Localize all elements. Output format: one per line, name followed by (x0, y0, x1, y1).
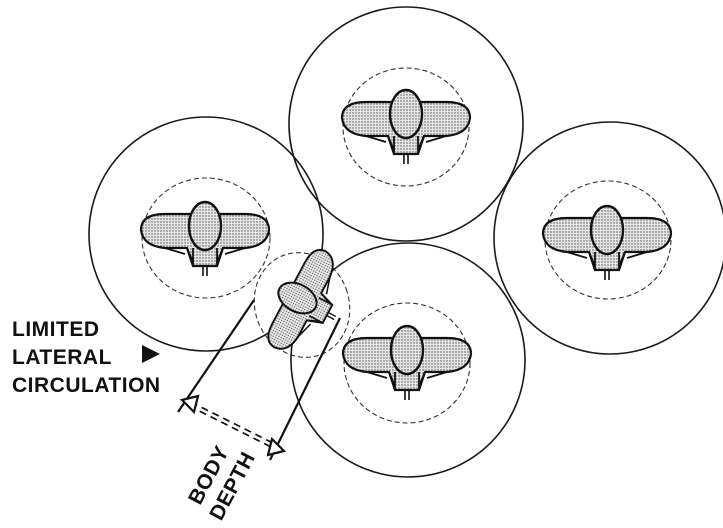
body-depth-label: BODY DEPTH (184, 442, 260, 524)
arrowhead-left-icon (179, 394, 200, 415)
zone-top (288, 6, 524, 242)
label-circulation: CIRCULATION (12, 374, 161, 397)
extension-line-left (177, 299, 255, 413)
passing-person (252, 239, 362, 368)
zone-left (88, 116, 324, 352)
extension-line-right (269, 317, 341, 461)
person-icon (341, 324, 473, 402)
person-icon (139, 200, 271, 278)
limited-lateral-circulation-label: LIMITED LATERAL CIRCULATION (12, 318, 161, 397)
pointer-arrow-icon (142, 345, 160, 363)
arrowhead-right-icon (266, 436, 287, 457)
zone-right (493, 121, 723, 355)
person-icon (340, 88, 472, 166)
body-depth-dimension (177, 299, 341, 461)
person-icon (541, 204, 673, 282)
label-limited: LIMITED (12, 318, 100, 341)
label-lateral: LATERAL (12, 346, 112, 369)
zone-bottom (290, 242, 526, 478)
